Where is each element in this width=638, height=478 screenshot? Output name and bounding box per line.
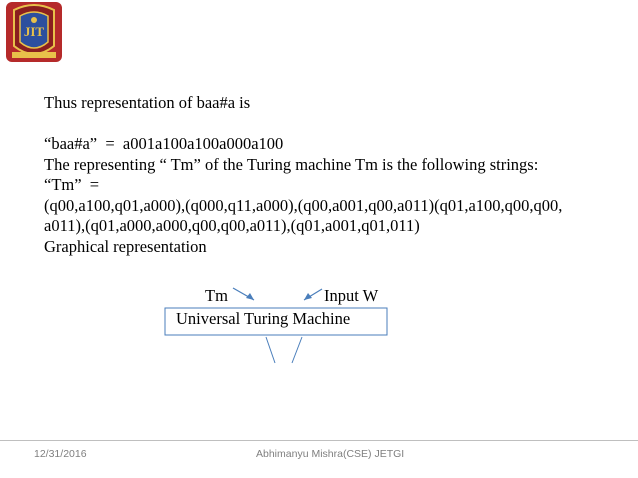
body-line: “Tm” = xyxy=(44,175,100,194)
footer-author: Abhimanyu Mishra(CSE) JETGI xyxy=(256,448,405,460)
institution-logo: JIT xyxy=(4,0,64,64)
svg-text:JIT: JIT xyxy=(24,24,45,39)
body-line xyxy=(44,114,624,135)
slide-body: Thus representation of baa#a is “baa#a” … xyxy=(44,93,624,257)
output-line-right xyxy=(291,336,303,364)
body-line: “baa#a” = a001a100a100a000a100 xyxy=(44,134,284,153)
input-w-label: Input W xyxy=(324,286,379,305)
footer-divider xyxy=(0,440,638,441)
arrowhead-input xyxy=(304,293,312,300)
machine-label: Universal Turing Machine xyxy=(176,309,351,328)
arrow-input xyxy=(303,288,323,301)
input-tm-label: Tm xyxy=(205,286,228,305)
footer-date: 12/31/2016 xyxy=(34,448,87,460)
body-line: (q00,a100,q01,a000),(q000,q11,a000),(q00… xyxy=(44,195,563,215)
body-line: Thus representation of baa#a is xyxy=(44,93,251,112)
arrowhead-tm xyxy=(246,293,254,300)
arrow-tm xyxy=(232,287,255,301)
body-line: Graphical representation xyxy=(44,236,207,256)
output-line-left xyxy=(265,336,276,364)
body-line: a011),(q01,a000,a000,q00,q00,a011),(q01,… xyxy=(44,216,420,235)
body-line: The representing “ Tm” of the Turing mac… xyxy=(44,154,539,174)
